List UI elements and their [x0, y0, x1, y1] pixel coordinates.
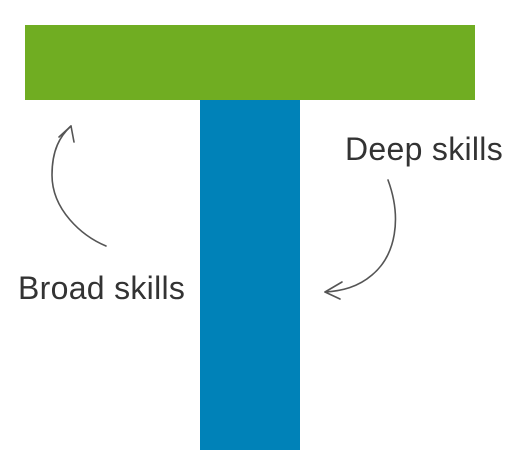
deep-skills-label: Deep skills: [345, 131, 504, 167]
broad-skills-arrow-icon: [51, 125, 107, 247]
broad-skills-bar: [25, 25, 475, 100]
deep-skills-bar: [200, 100, 300, 450]
broad-skills-label: Broad skills: [18, 270, 186, 306]
deep-skills-arrow-icon: [324, 179, 397, 300]
